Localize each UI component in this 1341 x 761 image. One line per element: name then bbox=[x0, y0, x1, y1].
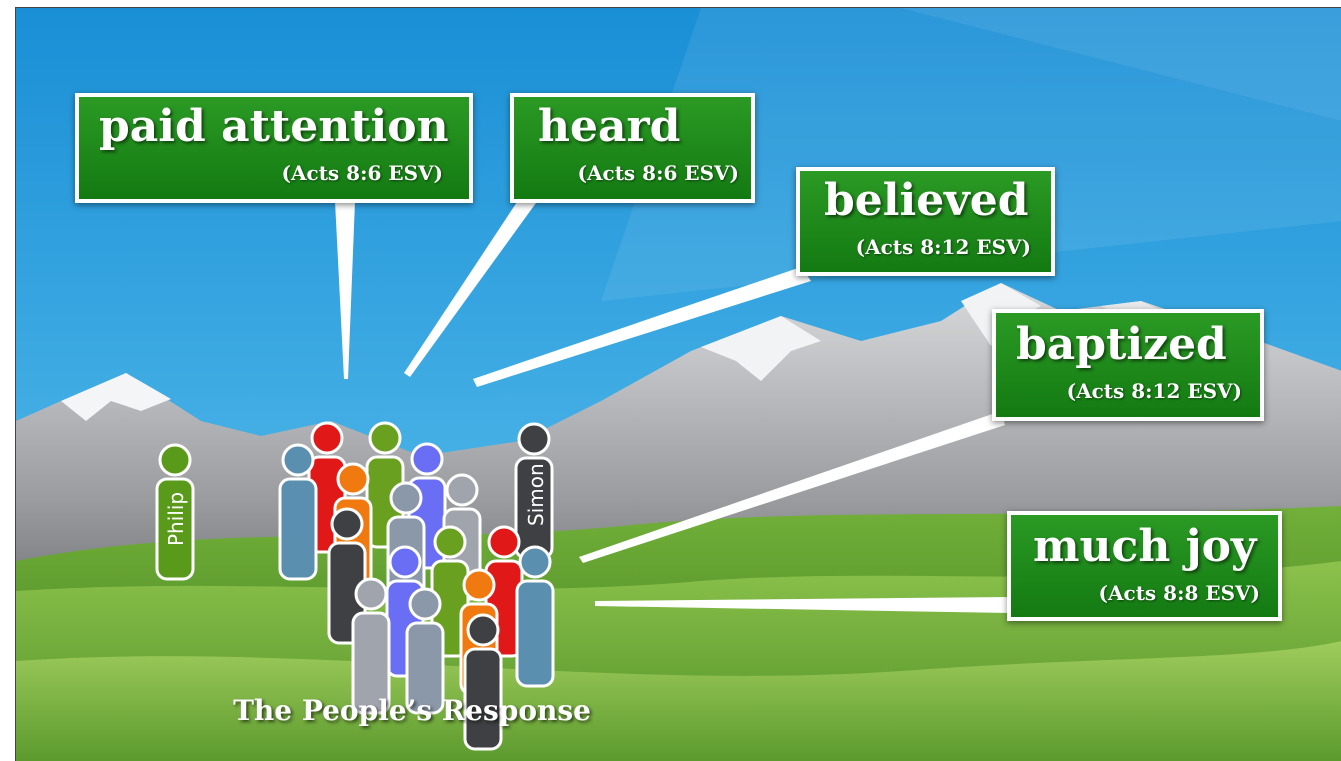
callout-word: believed bbox=[824, 175, 1029, 226]
callout-word: heard bbox=[538, 101, 681, 152]
callout-reference: (Acts 8:6 ESV) bbox=[281, 161, 443, 185]
callout-heard: heard (Acts 8:6 ESV) bbox=[510, 93, 755, 203]
callout-reference: (Acts 8:6 ESV) bbox=[577, 161, 739, 185]
callout-word: baptized bbox=[1016, 319, 1227, 370]
callout-word: much joy bbox=[1033, 521, 1257, 572]
callout-believed: believed (Acts 8:12 ESV) bbox=[796, 167, 1055, 276]
crowd bbox=[155, 421, 555, 751]
callout-word: paid attention bbox=[99, 101, 449, 152]
callout-reference: (Acts 8:12 ESV) bbox=[1066, 379, 1242, 403]
callout-much-joy: much joy (Acts 8:8 ESV) bbox=[1007, 511, 1282, 621]
callout-baptized: baptized (Acts 8:12 ESV) bbox=[992, 309, 1264, 421]
philip-label: Philip bbox=[164, 492, 188, 546]
callout-paid-attention: paid attention (Acts 8:6 ESV) bbox=[75, 93, 473, 203]
slide-caption: The People’s Response bbox=[233, 694, 591, 727]
simon-label: Simon bbox=[524, 463, 548, 526]
callout-reference: (Acts 8:12 ESV) bbox=[855, 235, 1031, 259]
callout-reference: (Acts 8:8 ESV) bbox=[1098, 581, 1260, 605]
